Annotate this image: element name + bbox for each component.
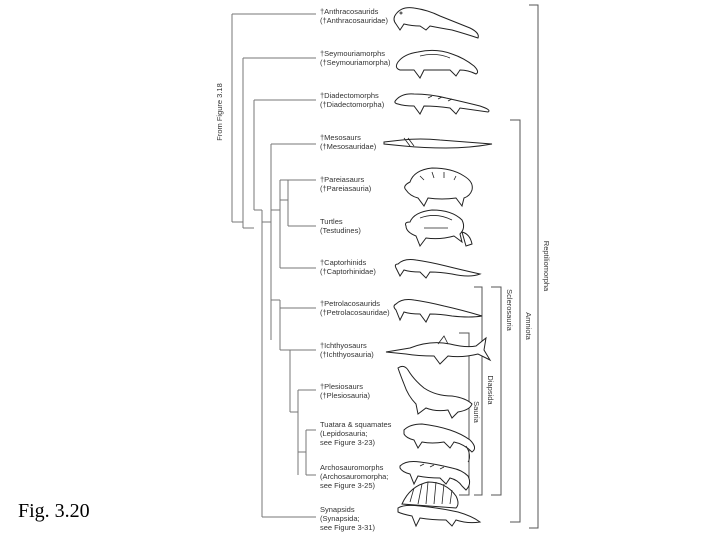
taxon-labels: †Anthracosaurids (†Anthracosauridae) †Se… (320, 7, 392, 532)
taxon-line2: (†Ichthyosauria) (320, 350, 374, 359)
captorhinid-icon (394, 259, 482, 279)
taxon-line2: (Testudines) (320, 226, 361, 235)
clade-label-sauria: Sauria (472, 401, 481, 424)
taxon-line2: (†Petrolacosauridae) (320, 308, 390, 317)
taxon-line3: see Figure 3-23) (320, 438, 376, 447)
taxon-line1: Tuatara & squamates (320, 420, 392, 429)
taxon-line2: (†Anthracosauridae) (320, 16, 388, 25)
taxon-line1: †Anthracosaurids (320, 7, 379, 16)
diadectomorph-icon (394, 93, 490, 115)
anthracosaur-icon (393, 7, 479, 39)
taxon-line2: (†Pareiasauria) (320, 184, 372, 193)
taxon-line2: (Synapsida; (320, 514, 360, 523)
outgroup-note: From Figure 3.18 (215, 83, 224, 141)
animal-illustrations (383, 7, 493, 528)
clade-label-reptiliomorpha: Reptiliomorpha (542, 241, 551, 292)
dimetrodon-icon (397, 481, 482, 528)
lizard-icon (403, 423, 476, 463)
clade-brackets (459, 4, 539, 529)
taxon-line1: †Pareiasaurs (320, 175, 364, 184)
crocodile-icon (399, 461, 471, 491)
bracket-sauria (459, 332, 470, 496)
taxon-line2: (†Seymouriamorpha) (320, 58, 391, 67)
turtle-icon (405, 209, 473, 248)
figure-caption: Fig. 3.20 (18, 500, 90, 522)
ichthyosaur-icon (385, 335, 492, 365)
pareiasaur-icon (404, 167, 473, 208)
bracket-amniota (510, 119, 521, 523)
taxon-line3: see Figure 3-25) (320, 481, 376, 490)
taxon-line1: †Mesosaurs (320, 133, 361, 142)
taxon-line1: †Seymouriamorphs (320, 49, 385, 58)
bracket-sclerosauria (491, 286, 502, 496)
taxon-line2: (†Plesiosauria) (320, 391, 371, 400)
taxon-line3: see Figure 3-31) (320, 523, 376, 532)
taxon-line2: (†Diadectomorpha) (320, 100, 385, 109)
taxon-line2: (Archosauromorpha; (320, 472, 388, 481)
taxon-line2: (†Captorhinidae) (320, 267, 376, 276)
tree-branches (231, 13, 316, 518)
taxon-line1: †Ichthyosaurs (320, 341, 367, 350)
bracket-diapsida (474, 286, 483, 496)
mesosaur-icon (383, 137, 493, 149)
taxon-line1: Archosauromorphs (320, 463, 384, 472)
taxon-line2: (Lepidosauria; (320, 429, 368, 438)
clade-label-diapsida: Diapsida (486, 375, 495, 405)
clade-label-amniota: Amniota (524, 312, 533, 340)
taxon-line1: Synapsids (320, 505, 355, 514)
petrolacosaur-icon (393, 299, 483, 323)
taxon-line1: †Captorhinids (320, 258, 367, 267)
taxon-line1: †Plesiosaurs (320, 382, 363, 391)
clade-label-sclerosauria: Sclerosauria (505, 289, 514, 332)
plesiosaur-icon (397, 365, 473, 419)
taxon-line1: †Petrolacosaurids (320, 299, 380, 308)
seymouriamorph-icon (395, 49, 479, 79)
taxon-line2: (†Mesosauridae) (320, 142, 377, 151)
taxon-line1: †Diadectomorphs (320, 91, 379, 100)
bracket-reptiliomorpha (529, 4, 539, 529)
taxon-line1: Turtles (320, 217, 343, 226)
